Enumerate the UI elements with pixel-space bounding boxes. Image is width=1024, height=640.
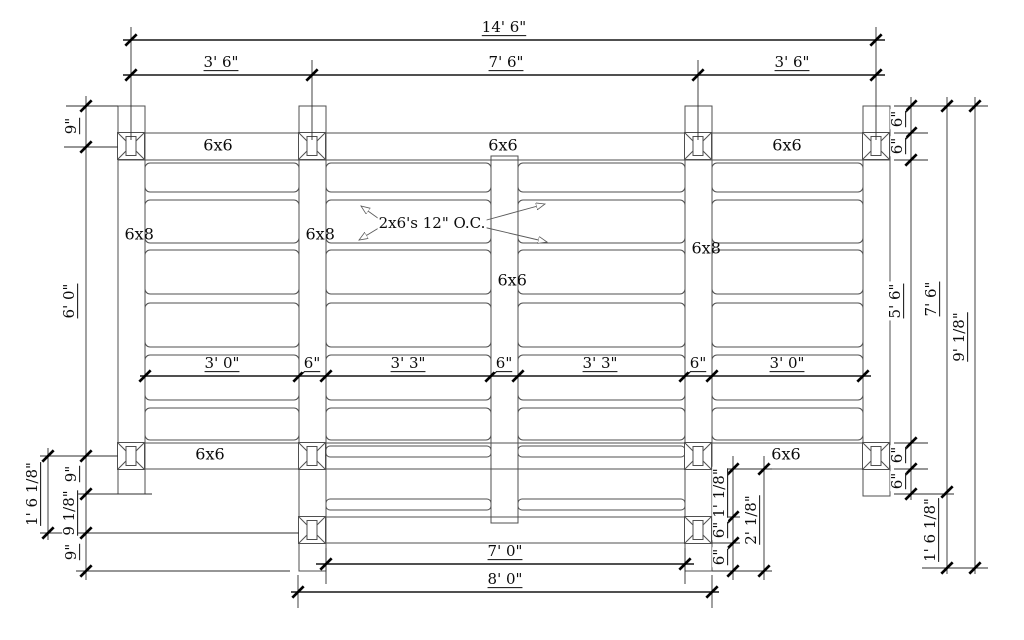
dimension-label: 6" <box>493 354 515 373</box>
dimension-label: 1' 6 1/8" <box>921 496 940 564</box>
dimension-label: 3' 6" <box>772 53 812 72</box>
dimension-label: 6" <box>710 546 729 568</box>
dimension-label: 9" <box>62 541 81 563</box>
dimension-label: 6" <box>888 135 907 157</box>
beam-size-label: 6x8 <box>305 224 335 244</box>
dimension-label: 6" <box>301 354 323 373</box>
dimension-label: 6" <box>710 519 729 541</box>
dimension-label: 6" <box>687 354 709 373</box>
beam-size-label: 6x8 <box>691 238 721 258</box>
beam-size-label: 6x6 <box>193 444 227 464</box>
dimension-label: 9" <box>62 115 81 137</box>
dimension-label: 8' 0" <box>485 570 525 589</box>
dimension-label: 3' 6" <box>201 53 241 72</box>
dimension-label: 7' 6" <box>922 279 941 319</box>
dimension-label: 3' 0" <box>767 354 807 373</box>
dimension-label: 6" <box>888 444 907 466</box>
dimension-label: 3' 0" <box>202 354 242 373</box>
dimension-label: 7' 0" <box>485 542 525 561</box>
dimension-label: 9" <box>62 463 81 485</box>
dimension-label: 9' 1/8" <box>950 310 969 364</box>
dimension-label: 14' 6" <box>479 18 529 37</box>
dimension-label: 7' 6" <box>486 53 526 72</box>
dimension-label: 3' 3" <box>388 354 428 373</box>
beam-size-label: 6x8 <box>124 224 154 244</box>
dimension-label: 2' 1/8" <box>742 493 761 547</box>
beam-size-label: 6x6 <box>201 135 235 155</box>
beam-size-label: 6x6 <box>770 135 804 155</box>
beam-size-label: 6x6 <box>486 135 520 155</box>
dimension-label: 5' 6" <box>886 281 905 321</box>
dimension-label: 1' 1/8" <box>710 466 729 520</box>
dimension-label: 3' 3" <box>580 354 620 373</box>
beam-size-label: 6x6 <box>497 270 527 290</box>
dimension-label: 6" <box>888 470 907 492</box>
dimension-label: 1' 6 1/8" <box>23 460 42 528</box>
dimension-label: 6' 0" <box>60 281 79 321</box>
dimension-label: 9 1/8" <box>60 488 79 538</box>
dimension-label: 6" <box>888 108 907 130</box>
beam-size-label: 6x6 <box>769 444 803 464</box>
joist-spacing-annotation: 2x6's 12" O.C. <box>377 214 487 233</box>
